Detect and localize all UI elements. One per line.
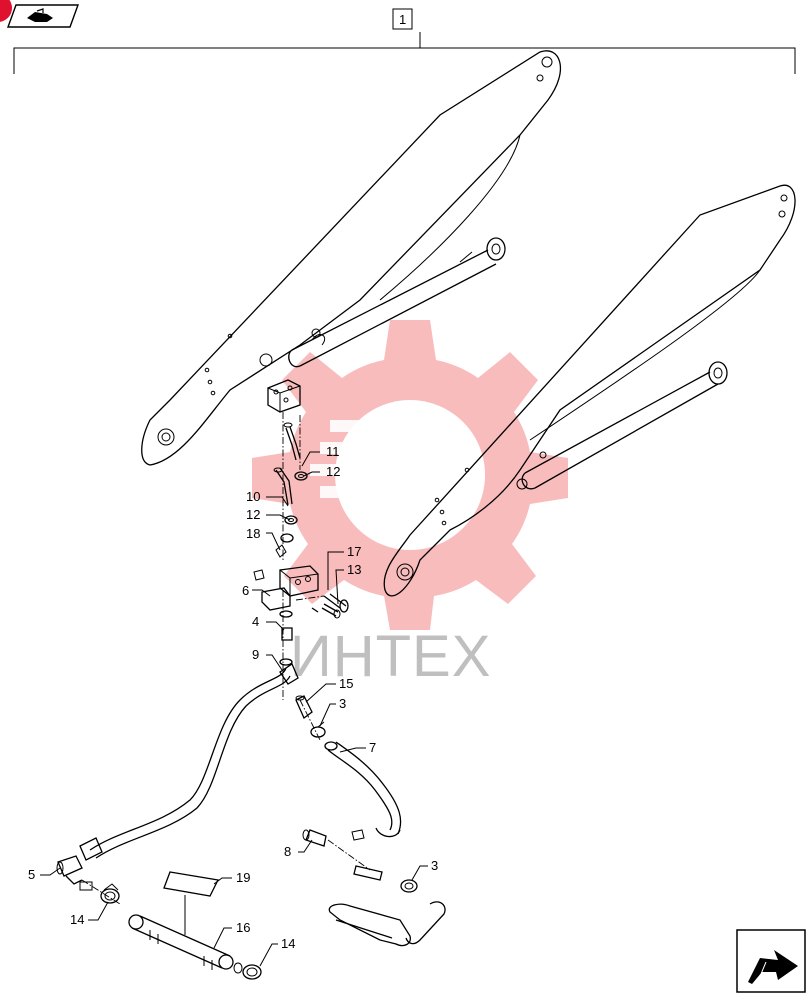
valve-block — [267, 379, 301, 413]
left-loader-arm — [141, 50, 562, 466]
decal-19 — [163, 871, 219, 935]
filter-16 — [128, 914, 243, 974]
right-loader-arm — [383, 184, 796, 597]
callout-14-left[interactable]: 14 — [70, 912, 84, 927]
hose-7 — [324, 741, 402, 838]
clamp-14-left — [100, 883, 120, 904]
watermark: ИНТЕХ — [252, 320, 568, 689]
tube-fittings — [273, 422, 301, 506]
fitting-5 — [56, 855, 121, 905]
callout-10[interactable]: 10 — [246, 489, 260, 504]
callout-12-lower[interactable]: 12 — [246, 507, 260, 522]
callout-4[interactable]: 4 — [252, 614, 259, 629]
callout-3-lower[interactable]: 3 — [431, 858, 438, 873]
callout-17[interactable]: 17 — [347, 544, 361, 559]
elbow-15 — [295, 695, 313, 720]
nut-12-lower — [280, 515, 298, 543]
watermark-text: ИНТЕХ — [290, 624, 491, 689]
valve-6 — [253, 544, 319, 611]
callout-5[interactable]: 5 — [28, 867, 35, 882]
badge-dot — [0, 0, 12, 22]
leader-lines — [40, 451, 428, 967]
callout-16[interactable]: 16 — [236, 920, 250, 935]
assembly-label: 1 — [399, 12, 406, 27]
callout-8[interactable]: 8 — [284, 844, 291, 859]
callout-19[interactable]: 19 — [236, 870, 250, 885]
callout-3-upper[interactable]: 3 — [339, 696, 346, 711]
bolts-13-17 — [295, 593, 349, 619]
clamp-3-lower — [400, 879, 418, 893]
callout-6[interactable]: 6 — [242, 583, 249, 598]
callout-11[interactable]: 11 — [326, 444, 340, 459]
hose-9 — [79, 663, 299, 861]
callout-14-right[interactable]: 14 — [281, 936, 295, 951]
fitting-8 — [302, 829, 383, 881]
callout-12-upper[interactable]: 12 — [326, 464, 340, 479]
assembly-bracket: 1 — [13, 8, 796, 74]
callout-18[interactable]: 18 — [246, 526, 260, 541]
next-page-button[interactable] — [736, 929, 806, 993]
callout-7[interactable]: 7 — [369, 740, 376, 755]
callout-9[interactable]: 9 — [252, 647, 259, 662]
fitting-4 — [279, 610, 293, 666]
assembly-axis — [282, 412, 321, 741]
clamp-14-right — [242, 964, 262, 980]
frame-tube — [328, 901, 446, 947]
nut-12-upper — [294, 471, 308, 481]
book-badge[interactable] — [0, 0, 79, 28]
callout-15[interactable]: 15 — [339, 676, 353, 691]
callout-13[interactable]: 13 — [347, 562, 361, 577]
callouts: 11 12 10 12 18 17 13 6 4 9 15 3 7 8 3 5 … — [28, 444, 438, 951]
clamp-3-upper — [310, 721, 326, 738]
book-open-icon — [27, 8, 53, 22]
next-page-arrow-icon — [748, 950, 798, 987]
